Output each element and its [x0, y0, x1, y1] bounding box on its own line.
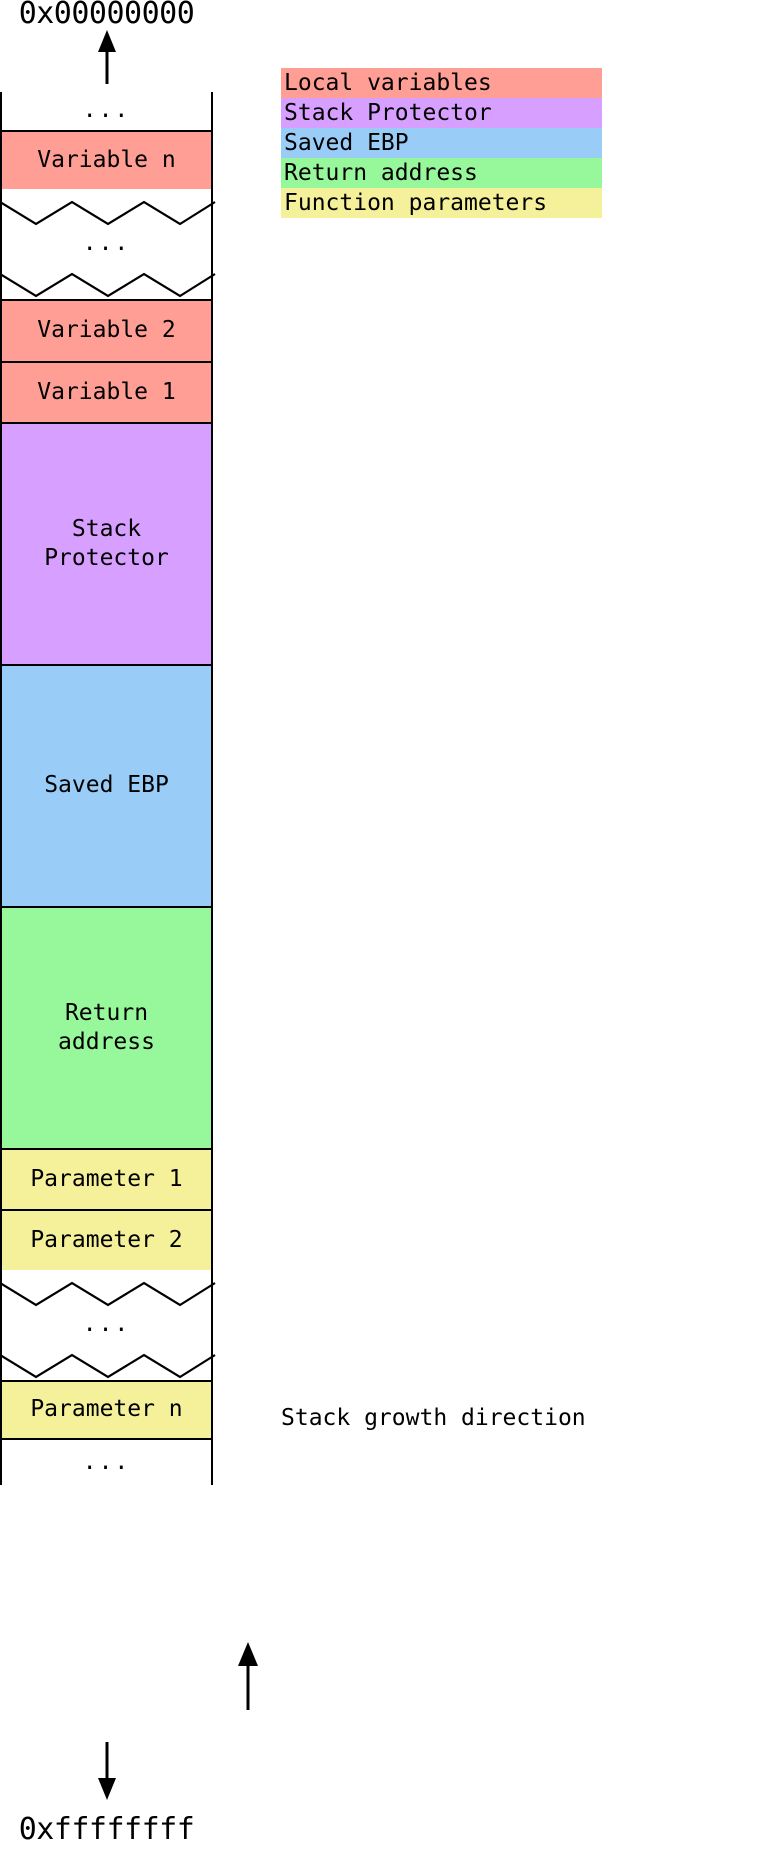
stack-cell-parameter-2: Parameter 2: [0, 1209, 213, 1270]
legend-item-return-address: Return address: [281, 158, 602, 188]
legend-item-label: Function parameters: [284, 190, 548, 216]
stack-cell-label: ...: [82, 230, 131, 257]
legend-item-label: Stack Protector: [284, 100, 492, 126]
stack-cell-ellipsis-top: ...: [0, 92, 213, 130]
stack-cell-return-address: Return address: [0, 906, 213, 1148]
top-address-label: 0x00000000: [18, 0, 195, 31]
stack-cell-variable-2: Variable 2: [0, 299, 213, 361]
stack-growth-direction-label: Stack growth direction: [281, 1405, 586, 1431]
stack-break-zigzag: [0, 1342, 216, 1380]
stack-cell-label: ...: [82, 1311, 131, 1338]
stack-column: ... Variable n ... Variable 2 Variable 1…: [0, 92, 216, 1485]
stack-cell-ellipsis-mid-lower: ...: [0, 1308, 213, 1342]
legend-item-local-variables: Local variables: [281, 68, 602, 98]
legend-item-stack-protector: Stack Protector: [281, 98, 602, 128]
stack-break-zigzag: [0, 1270, 216, 1308]
stack-growth-arrow-icon: [238, 1642, 258, 1710]
stack-cell-label: Parameter 2: [30, 1226, 183, 1253]
stack-cell-label: Variable n: [37, 146, 176, 173]
stack-cell-label: ...: [82, 97, 131, 124]
down-arrow-icon: [98, 1742, 116, 1800]
stack-cell-label: Parameter n: [30, 1396, 183, 1423]
stack-cell-label: Return address: [58, 999, 155, 1055]
stack-cell-ellipsis-mid-upper: ...: [0, 227, 213, 261]
legend-item-function-parameters: Function parameters: [281, 188, 602, 218]
legend-item-label: Saved EBP: [284, 130, 409, 156]
bottom-address-label: 0xffffffff: [18, 1812, 195, 1847]
legend: Local variables Stack Protector Saved EB…: [281, 68, 602, 218]
up-arrow-icon: [98, 30, 116, 84]
stack-cell-label: Variable 1: [37, 378, 176, 405]
stack-cell-ellipsis-bottom: ...: [0, 1438, 213, 1485]
stack-cell-variable-n: Variable n: [0, 130, 213, 189]
stack-cell-parameter-1: Parameter 1: [0, 1148, 213, 1209]
legend-item-label: Local variables: [284, 70, 492, 96]
stack-break-zigzag: [0, 189, 216, 227]
stack-cell-saved-ebp: Saved EBP: [0, 664, 213, 906]
stack-cell-parameter-n: Parameter n: [0, 1380, 213, 1438]
stack-cell-label: ...: [82, 1448, 131, 1475]
stack-cell-label: Variable 2: [37, 317, 176, 344]
stack-cell-stack-protector: Stack Protector: [0, 422, 213, 664]
stack-cell-variable-1: Variable 1: [0, 361, 213, 422]
legend-item-label: Return address: [284, 160, 478, 186]
legend-item-saved-ebp: Saved EBP: [281, 128, 602, 158]
stack-cell-label: Stack Protector: [44, 515, 169, 571]
stack-cell-label: Parameter 1: [30, 1165, 183, 1192]
stack-break-zigzag: [0, 261, 216, 299]
stack-cell-label: Saved EBP: [44, 772, 169, 799]
